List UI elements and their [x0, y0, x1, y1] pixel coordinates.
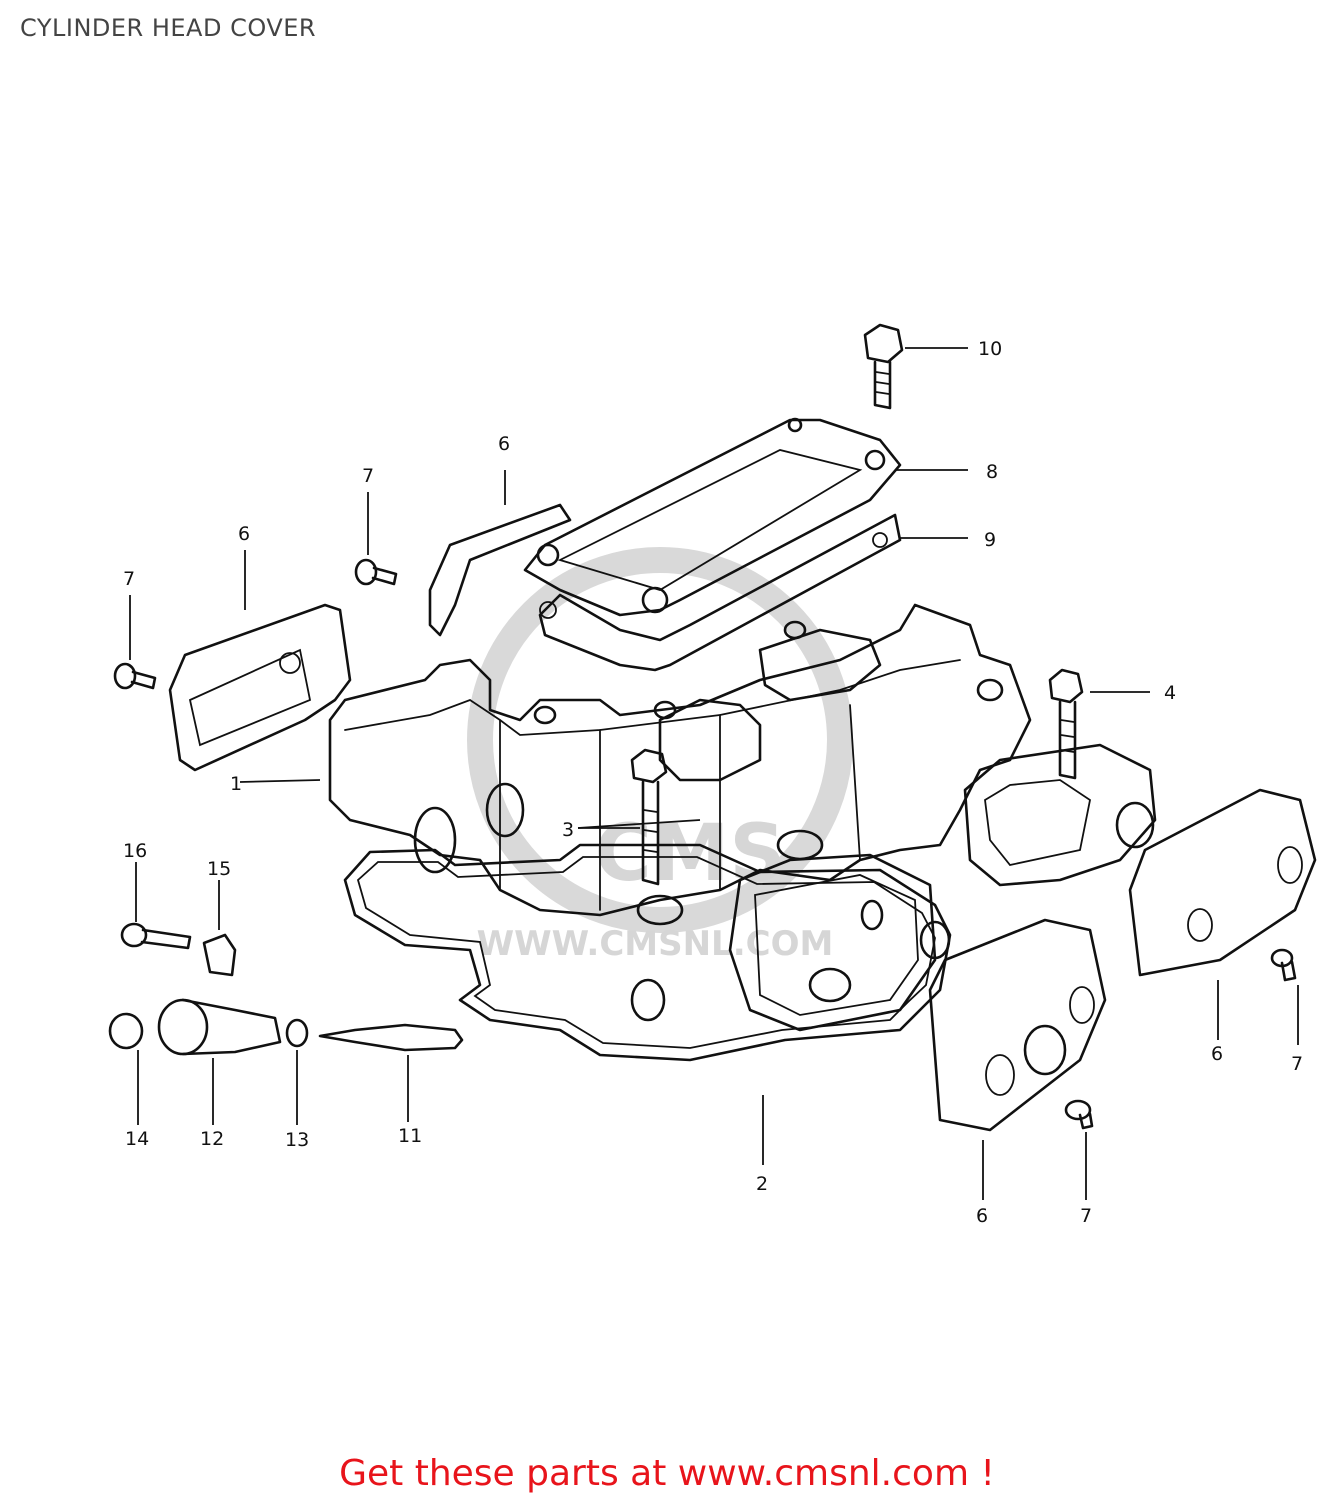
- breather-cover: [523, 417, 902, 617]
- cylinder-head-cover: [328, 603, 1157, 1076]
- screw-7a: [113, 662, 157, 690]
- end-cap-lower-center: [928, 918, 1107, 1132]
- callout-11: 11: [398, 1125, 422, 1147]
- callout-15: 15: [207, 858, 231, 880]
- callout-7-top: 7: [362, 465, 374, 487]
- watermark: CMS WWW.CMSNL.COM: [467, 547, 853, 964]
- callout-14: 14: [125, 1128, 149, 1150]
- cover-bolt-10: [863, 323, 904, 410]
- oil-pressure-switch-assembly: [108, 922, 464, 1056]
- watermark-url-text: WWW.CMSNL.COM: [477, 924, 834, 964]
- end-cap-upper-left: [168, 603, 352, 772]
- breather-plate: [428, 503, 572, 637]
- screw-7b: [354, 558, 398, 586]
- callout-4: 4: [1164, 682, 1176, 704]
- callout-7-left: 7: [123, 568, 135, 590]
- watermark-disc: [467, 547, 853, 933]
- callout-6-top: 6: [498, 433, 510, 455]
- callout-3: 3: [562, 819, 574, 841]
- callout-7-right: 7: [1291, 1053, 1303, 1075]
- callout-9: 9: [984, 529, 996, 551]
- cover-bolt-4: [1048, 668, 1084, 780]
- end-cap-lower-right: [1128, 788, 1317, 977]
- screw-7d: [1064, 1099, 1094, 1130]
- callout-2: 2: [756, 1173, 768, 1195]
- callout-1: 1: [230, 773, 242, 795]
- callout-16: 16: [123, 840, 147, 862]
- callout-6-right: 6: [1211, 1043, 1223, 1065]
- callout-12: 12: [200, 1128, 224, 1150]
- callout-6-left: 6: [238, 523, 250, 545]
- cover-bolt-3: [630, 748, 668, 886]
- callout-6-bottom: 6: [976, 1205, 988, 1227]
- callout-13: 13: [285, 1129, 309, 1151]
- callout-7-bottom: 7: [1080, 1205, 1092, 1227]
- watermark-logo-text: CMS: [594, 809, 785, 899]
- callout-8: 8: [986, 461, 998, 483]
- callout-labels: 10 8 9 4 1 3 2 6 6 6 6 7 7 7 7 11 12 13 …: [123, 338, 1303, 1227]
- screw-7c: [1270, 948, 1297, 982]
- get-parts-link[interactable]: Get these parts at www.cmsnl.com !: [339, 1453, 995, 1494]
- head-cover-gasket-inner: [356, 856, 936, 1049]
- breather-cover-gasket: [538, 513, 902, 672]
- leader-lines: [129, 347, 1299, 1200]
- callout-10: 10: [978, 338, 1002, 360]
- head-cover-gasket: [343, 843, 952, 1062]
- page-title: CYLINDER HEAD COVER: [20, 14, 317, 42]
